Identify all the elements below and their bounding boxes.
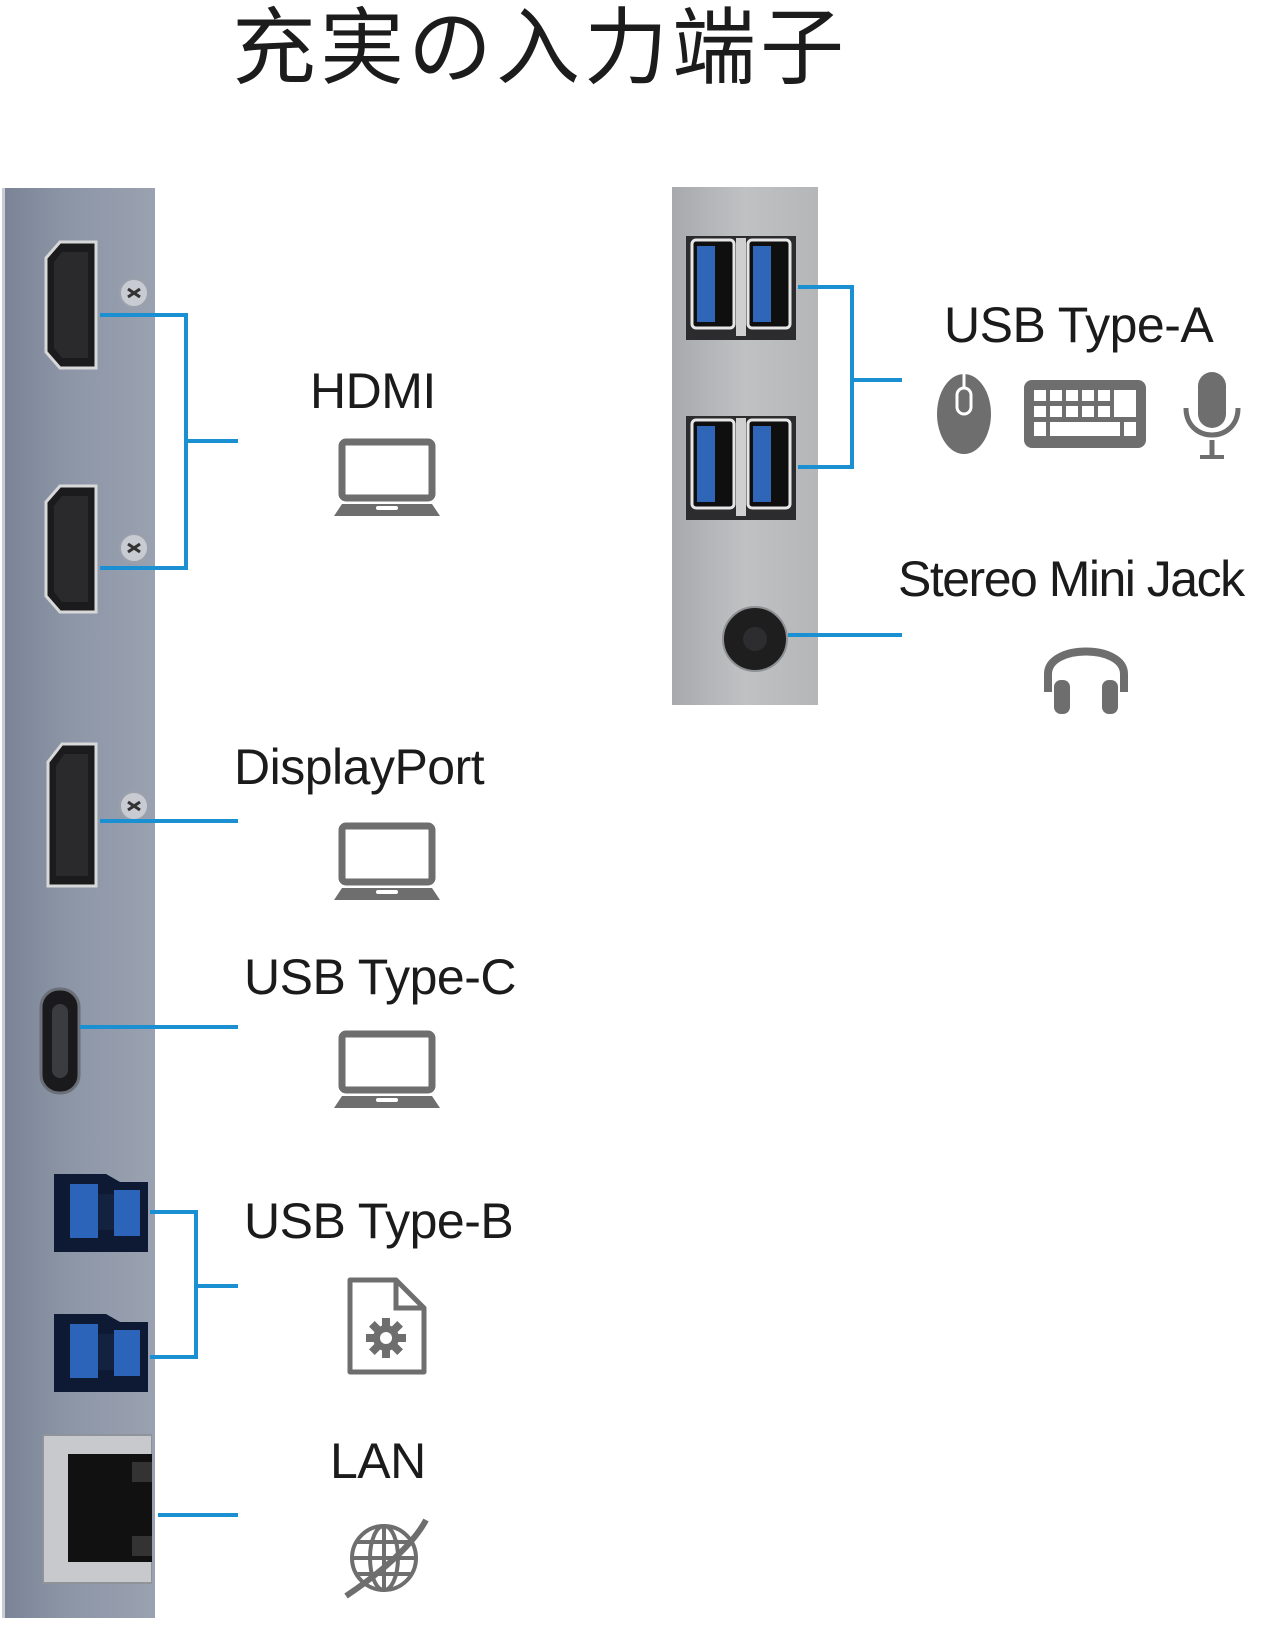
hdmi-port-1	[44, 240, 98, 370]
label-lan: LAN	[330, 1433, 426, 1489]
laptop-icon	[334, 1030, 440, 1108]
keyboard-icon	[1024, 380, 1146, 448]
laptop-icon	[334, 438, 440, 516]
settings-file-icon	[347, 1277, 427, 1375]
page-title: 充実の入力端子	[232, 0, 849, 97]
usb-b-port-1	[54, 1174, 148, 1252]
hdmi-connector-line	[100, 313, 238, 570]
laptop-icon	[334, 822, 440, 900]
mouse-icon	[937, 374, 991, 454]
usb-a-port-pair-2	[686, 416, 796, 520]
usb-b-connector-line	[150, 1210, 238, 1359]
label-stereo-mini-jack: Stereo Mini Jack	[898, 551, 1245, 607]
label-displayport: DisplayPort	[234, 739, 485, 795]
label-usb-c: USB Type-C	[244, 949, 516, 1005]
usb-c-port	[39, 987, 81, 1095]
usb-b-port-2	[54, 1314, 148, 1392]
headphones-icon	[1044, 647, 1128, 714]
globe-icon	[344, 1518, 429, 1599]
stereo-mini-jack-port	[722, 606, 788, 672]
label-hdmi: HDMI	[310, 363, 436, 419]
hdmi-screw-1	[119, 278, 149, 308]
hdmi-port-2	[44, 484, 98, 614]
label-usb-b: USB Type-B	[244, 1193, 514, 1249]
lan-port	[42, 1434, 152, 1584]
usb-a-connector-line	[798, 285, 902, 469]
label-usb-a: USB Type-A	[944, 297, 1214, 353]
hdmi-screw-2	[119, 533, 149, 563]
displayport-port	[46, 742, 98, 888]
microphone-icon	[1183, 372, 1241, 459]
usb-a-port-pair-1	[686, 236, 796, 340]
